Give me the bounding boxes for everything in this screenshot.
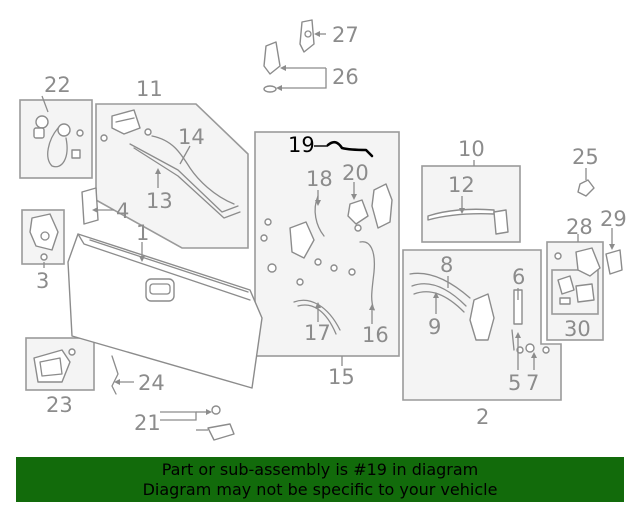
notice-line-1: Part or sub-assembly is #19 in diagram	[161, 460, 479, 479]
cable-assembly-part-11	[100, 109, 241, 219]
handle-part-10	[427, 208, 509, 235]
callout-30: 30	[564, 317, 591, 341]
callout-8: 8	[440, 253, 453, 277]
bumper-kit-part-22	[33, 115, 84, 168]
striker-part-28	[554, 247, 623, 305]
callout-12: 12	[448, 173, 475, 197]
callout-11: 11	[136, 77, 163, 101]
callout-26: 26	[332, 65, 359, 89]
callout-6: 6	[512, 265, 525, 289]
notice-line-2: Diagram may not be specific to your vehi…	[142, 480, 498, 499]
callout-22: 22	[44, 73, 71, 97]
callout-4: 4	[116, 199, 129, 223]
notice-banner: Part or sub-assembly is #19 in diagram D…	[16, 457, 624, 502]
clip-part-25	[577, 179, 595, 197]
latch-assembly-part-2	[409, 272, 550, 354]
tailgate-part-1	[67, 233, 263, 389]
callout-2: 2	[476, 405, 489, 429]
bracket-part-21	[207, 405, 235, 441]
step-part-23	[33, 348, 76, 383]
callout-24: 24	[138, 371, 165, 395]
bracket-part-26	[263, 41, 281, 93]
leader-lines	[41, 31, 615, 431]
callout-16: 16	[362, 323, 389, 347]
bracket-part-4	[81, 187, 99, 225]
callout-19: 19	[288, 133, 315, 157]
callout-10: 10	[458, 137, 485, 161]
callout-15: 15	[328, 365, 355, 389]
wire-harness-part-19	[326, 140, 374, 158]
callout-20: 20	[342, 161, 369, 185]
rod-part-24	[111, 355, 119, 395]
callout-27: 27	[332, 23, 359, 47]
callout-21: 21	[134, 411, 161, 435]
callout-28: 28	[566, 215, 593, 239]
callout-14: 14	[178, 125, 205, 149]
callout-13: 13	[146, 189, 173, 213]
callout-25: 25	[572, 145, 599, 169]
callout-23: 23	[46, 393, 73, 417]
callout-17: 17	[304, 321, 331, 345]
latch-part-3	[29, 213, 59, 261]
callout-5: 5	[508, 371, 521, 395]
callout-9: 9	[428, 315, 441, 339]
callout-3: 3	[36, 269, 49, 293]
callout-7: 7	[526, 371, 539, 395]
callout-1: 1	[136, 221, 149, 245]
hinge-part-27	[299, 19, 315, 53]
panel-22	[19, 99, 93, 179]
callout-29: 29	[600, 207, 627, 231]
lock-assembly-part-15	[260, 183, 393, 335]
callout-18: 18	[306, 167, 333, 191]
